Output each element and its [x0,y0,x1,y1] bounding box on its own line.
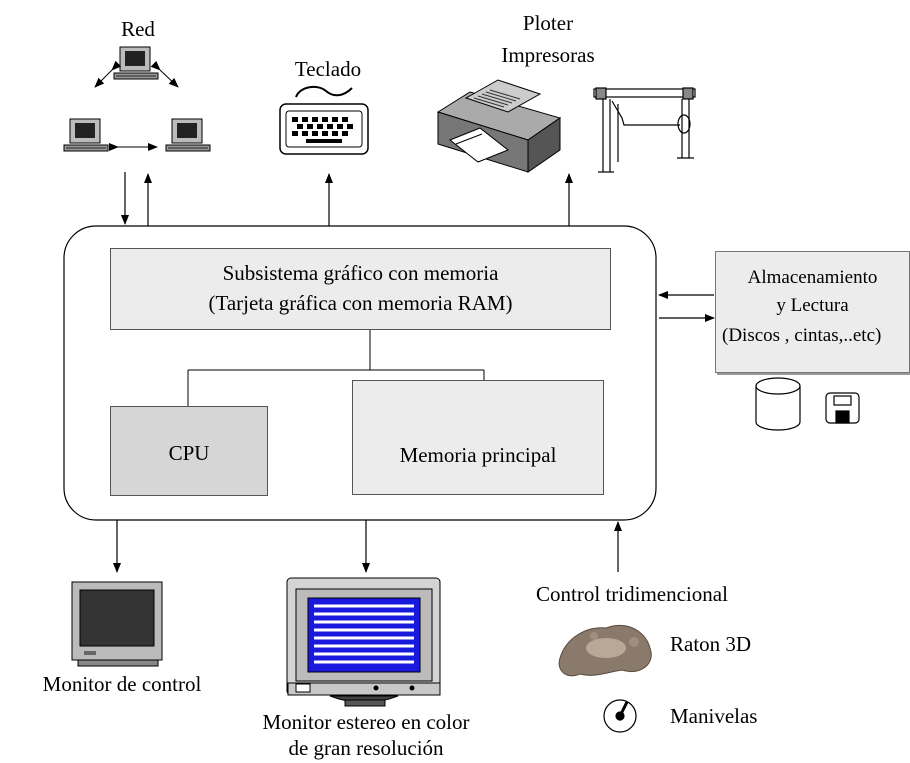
network-label: Red [121,17,155,41]
graphics-subsystem-label: Subsistema gráfico con memoria [222,261,499,285]
storage-box: Almacenamiento y Lectura (Discos , cinta… [715,251,910,373]
stereo-monitor-sublabel: de gran resolución [288,736,444,760]
mouse-3d-icon [558,625,652,677]
keyboard-icon [279,85,369,155]
control-monitor-label: Monitor de control [42,672,202,696]
storage-label: Almacenamiento [747,267,878,288]
network-arrows [94,60,179,151]
mouse-3d-label: Raton 3D [670,632,752,656]
dials-label: Manivelas [670,704,758,728]
disk-cylinder-icon [755,377,801,431]
printer-icon [436,79,562,173]
computer-icon [113,46,159,80]
graphics-subsystem-sublabel: (Tarjeta gráfica con memoria RAM) [208,291,513,315]
cpu-label: CPU [168,441,210,465]
cpu-box: CPU [110,406,268,496]
storage-media-label: (Discos , cintas,..etc) [722,325,882,346]
printers-label: Impresoras [501,43,595,67]
floppy-disk-icon [825,392,860,424]
plotter-icon [593,87,696,173]
storage-sublabel: y Lectura [776,295,849,316]
main-memory-label: Memoria principal [399,443,557,467]
main-memory-box: Memoria principal [352,380,604,495]
dial-icon [603,699,637,733]
graphics-subsystem-box: Subsistema gráfico con memoria (Tarjeta … [110,248,611,330]
monitor-icon [71,581,163,667]
plotter-label: Ploter [522,11,574,35]
stereo-monitor-label: Monitor estereo en color [262,710,470,734]
monitor-icon [286,577,441,707]
computer-icon [165,118,211,152]
control-3d-label: Control tridimencional [536,582,728,606]
computer-icon [63,118,109,152]
keyboard-label: Teclado [294,57,362,81]
